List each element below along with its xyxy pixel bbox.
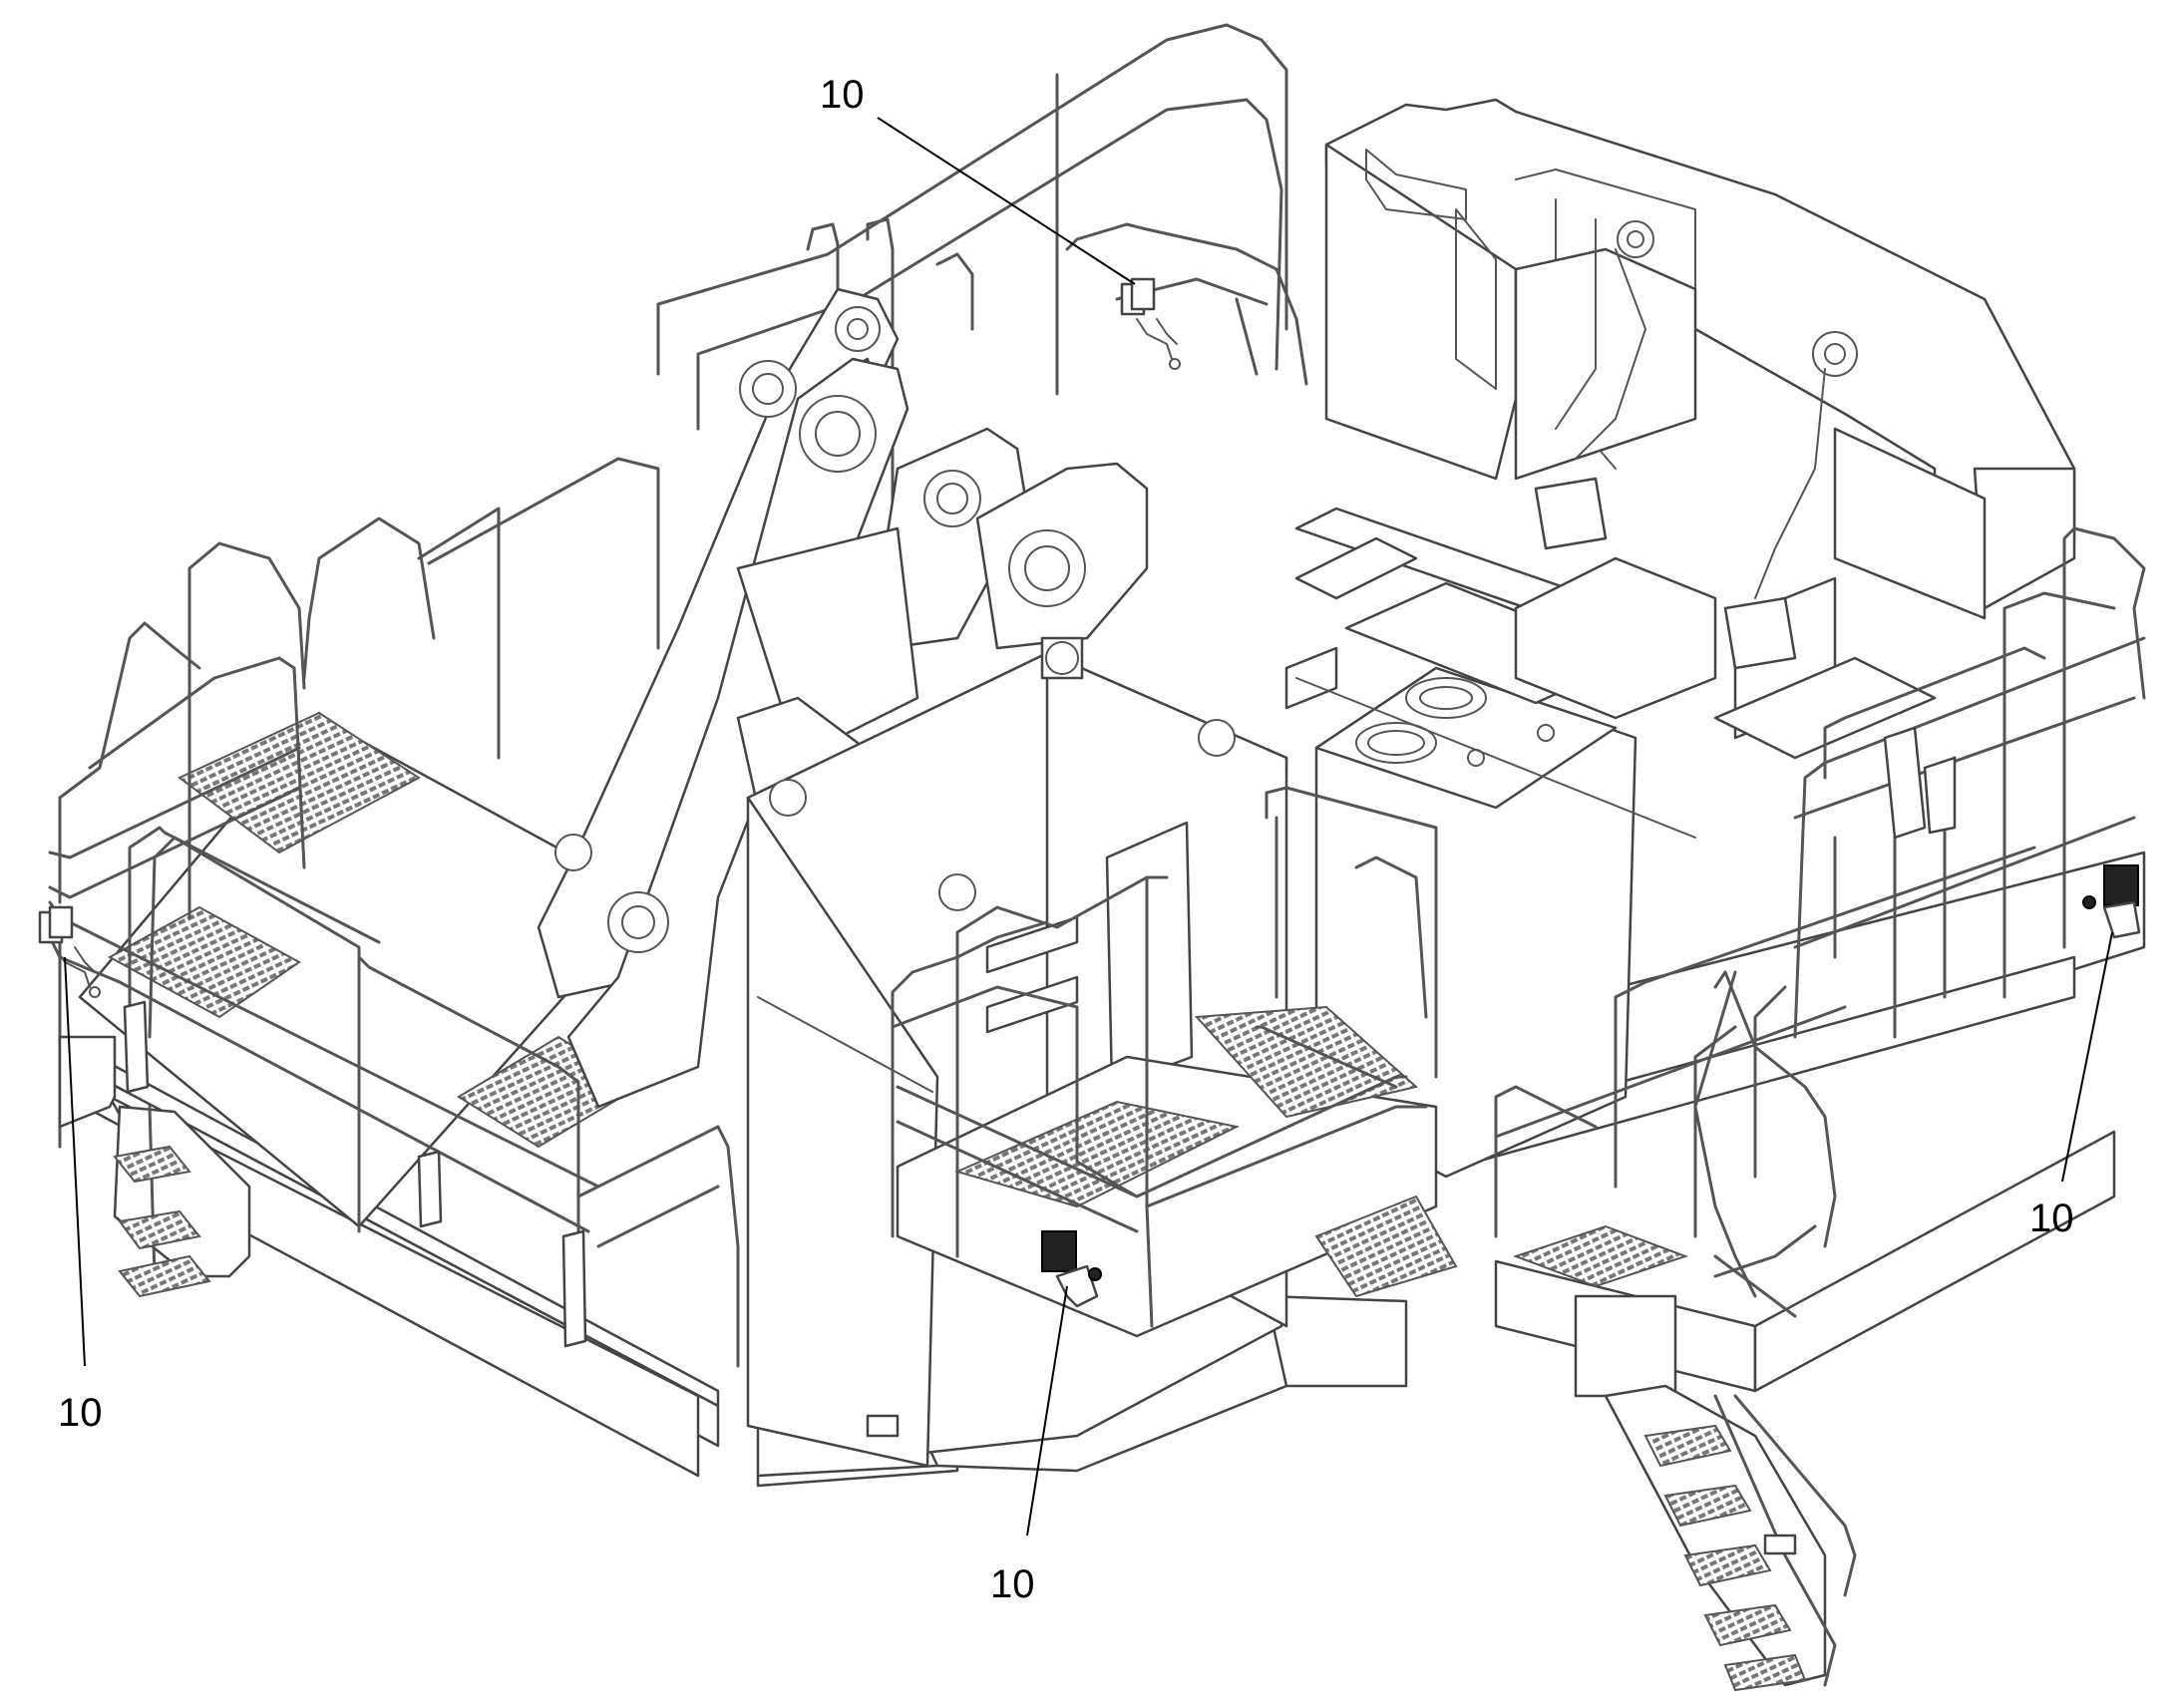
work-light-right	[2082, 864, 2141, 939]
callout-right-label: 10	[2029, 1196, 2074, 1240]
left-platform	[48, 457, 740, 1368]
callout-bottom-label: 10	[990, 1562, 1035, 1606]
left-ladder	[58, 1035, 251, 1298]
callout-left: 10	[58, 956, 103, 1435]
work-light-top	[1120, 277, 1181, 370]
center-tank	[746, 636, 1288, 1468]
callout-right: 10	[2029, 931, 2113, 1240]
boom-arms	[537, 287, 1149, 1109]
floor-beams	[1284, 477, 1937, 839]
callout-top-label: 10	[820, 73, 865, 117]
callout-left-label: 10	[58, 1391, 103, 1435]
right-platform	[1314, 526, 2146, 1692]
rear-housing	[1324, 98, 2076, 620]
right-tank	[1314, 632, 1637, 1179]
callout-bottom: 10	[990, 1285, 1068, 1606]
work-light-left	[38, 905, 101, 998]
front-center-platform	[891, 786, 1438, 1338]
rear-railing	[656, 23, 1308, 600]
callout-top: 10	[820, 73, 1136, 285]
work-light-bottom	[1041, 1230, 1102, 1308]
